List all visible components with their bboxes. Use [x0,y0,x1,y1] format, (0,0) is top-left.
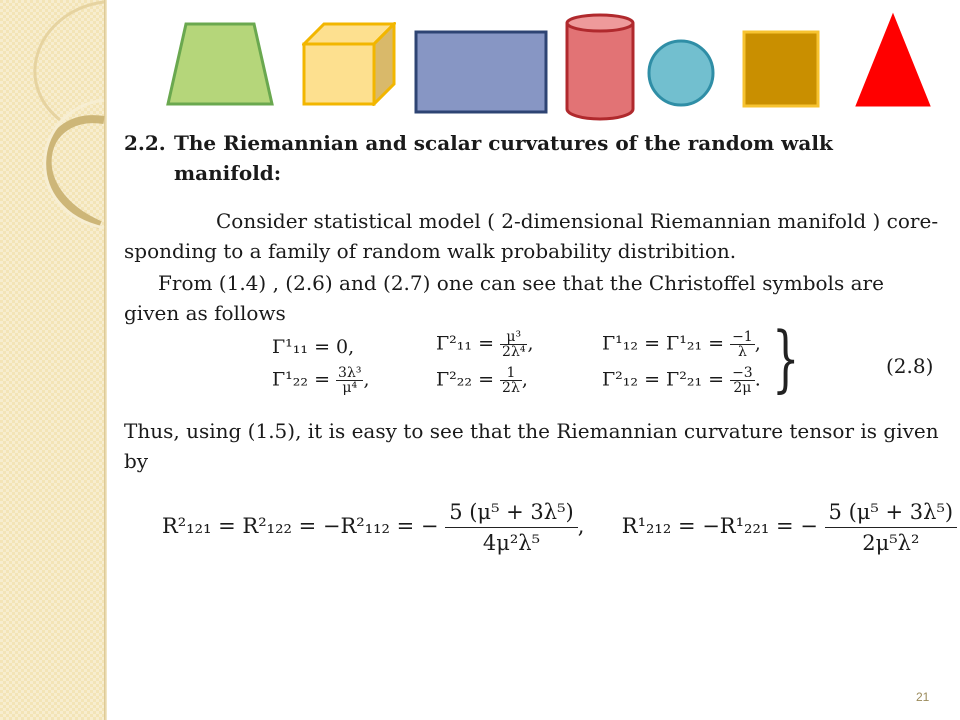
square-shape [742,30,820,108]
paragraph-riemann: Thus, using (1.5), it is easy to see tha… [124,419,939,473]
page-number: 21 [916,690,930,704]
triangle-shape [855,12,931,107]
circle-shape [647,39,715,107]
side-panel-edge [104,0,107,720]
cube-shape [302,22,396,106]
paragraph-intro: Consider statistical model ( 2-dimension… [124,209,939,263]
cylinder-shape [565,13,635,121]
christoffel-r1c1: Γ¹₁₁ = 0, [272,336,355,358]
section-number: 2.2. [124,131,166,155]
section-title-line1: The Riemannian and scalar curvatures of … [174,131,833,155]
riemann-fraction1: 5 (μ⁵ + 3λ⁵)4μ²λ⁵ [445,497,578,558]
decorative-swirl [33,0,105,230]
rectangle-shape [414,30,548,114]
riemann-lhs2: R¹₂₁₂ = −R¹₂₂₁ = − [621,514,818,538]
riemann-tensor-equation: R²₁₂₁ = R²₁₂₂ = −R²₁₁₂ = − 5 (μ⁵ + 3λ⁵)4… [162,497,958,558]
riemann-fraction2: 5 (μ⁵ + 3λ⁵)2μ⁵λ² [824,497,958,558]
trapezoid-shape [166,22,274,106]
paragraph-christoffel: From (1.4) , (2.6) and (2.7) one can see… [124,271,884,325]
section-title: 2.2. The Riemannian and scalar curvatures… [124,128,924,188]
section-title-line2: manifold: [174,161,282,185]
right-brace: } [772,316,800,400]
equation-label: (2.8) [886,354,934,378]
riemann-lhs1: R²₁₂₁ = R²₁₂₂ = −R²₁₁₂ = − [162,514,439,538]
